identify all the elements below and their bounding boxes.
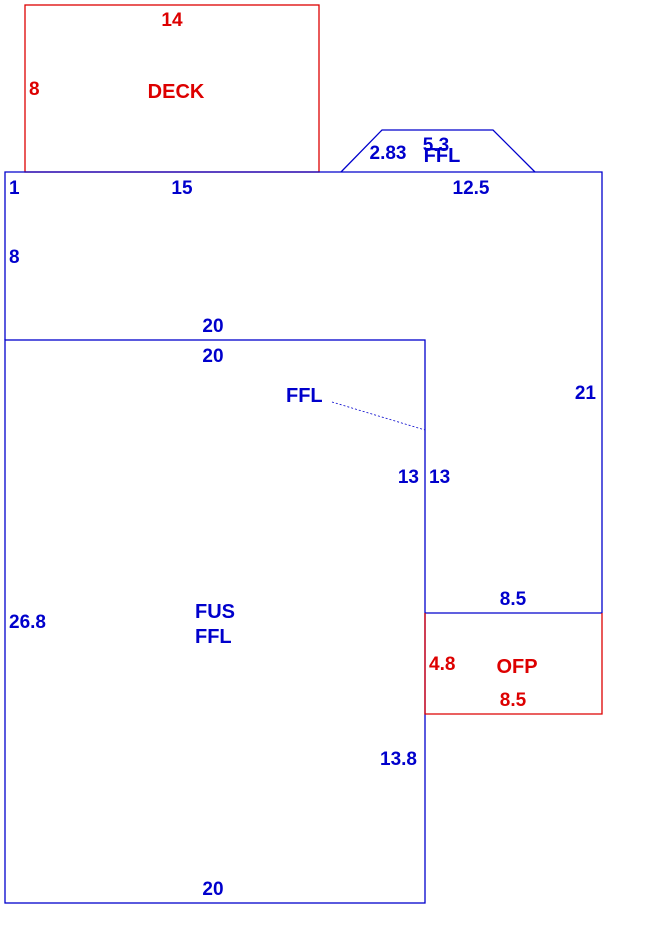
bay-dimension-left: 2.83 (370, 143, 407, 164)
main-right-dimension-upper: 13 (398, 467, 419, 488)
upper-right-dimension: 21 (575, 383, 597, 404)
ffl-leader-line (331, 401, 426, 431)
porch-left-dimension: 4.8 (429, 654, 455, 675)
main-label-line1: FUS (195, 601, 235, 623)
deck-label: DECK (148, 81, 205, 103)
upper-top-dimension-b: 12.5 (453, 178, 490, 199)
main-left-dimension: 26.8 (9, 612, 46, 633)
upper-top-dimension-a: 15 (171, 178, 193, 199)
floating-ffl-label: FFL (286, 385, 323, 407)
bay-label: FFL (424, 145, 461, 167)
main-bottom-dimension: 20 (202, 879, 223, 900)
inner-bottom-dimension: 8.5 (500, 589, 527, 610)
main-top-dimension: 20 (202, 346, 223, 367)
inner-left-dimension: 13 (429, 467, 450, 488)
porch-label: OFP (496, 656, 537, 678)
deck-side-dimension: 8 (29, 79, 40, 100)
upper-bottom-dimension: 20 (202, 316, 223, 337)
upper-left-dimension: 8 (9, 247, 20, 268)
upper-corner-dimension: 1 (9, 178, 20, 199)
bay-dimension-top: 5.3 (423, 135, 449, 156)
bay-outline (340, 129, 536, 173)
main-label-line2: FFL (195, 626, 232, 648)
deck-top-dimension: 14 (161, 10, 183, 31)
porch-outline (424, 613, 603, 715)
upper-section-outline (4, 171, 603, 613)
main-right-dimension-lower: 13.8 (380, 749, 417, 770)
porch-bottom-dimension: 8.5 (500, 690, 527, 711)
